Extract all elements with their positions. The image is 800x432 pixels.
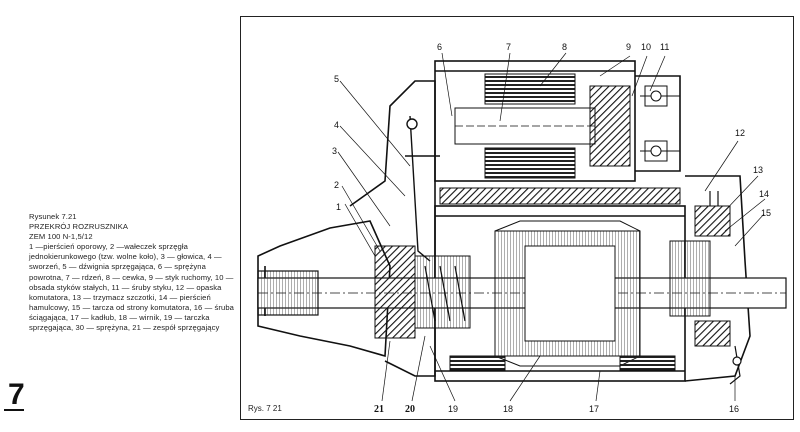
callout-labels: 1 2 3 4 5 6 7 8 9 10 11 12 13 14 15 16 1… bbox=[332, 42, 771, 415]
figure-frame bbox=[240, 16, 794, 420]
chapter-number: 7 bbox=[8, 378, 25, 411]
label-10: 10 bbox=[641, 42, 651, 52]
through-bolt bbox=[729, 345, 742, 385]
label-19: 19 bbox=[448, 404, 458, 414]
solenoid-coil bbox=[454, 73, 631, 179]
label-20: 20 bbox=[405, 404, 415, 415]
chapter-rule bbox=[4, 409, 24, 411]
label-2: 2 bbox=[334, 180, 339, 190]
field-windings bbox=[439, 187, 681, 371]
contact-bolts bbox=[640, 85, 680, 162]
caption-legend: 1 —pierścień oporowy, 2 —wałeczek sprzęg… bbox=[29, 242, 234, 333]
label-12: 12 bbox=[735, 128, 745, 138]
figure-caption: Rysunek 7.21 PRZEKRÓJ ROZRUSZNIKA ZEM 10… bbox=[29, 212, 234, 333]
label-8: 8 bbox=[562, 42, 567, 52]
label-5: 5 bbox=[334, 74, 339, 84]
label-9: 9 bbox=[626, 42, 631, 52]
label-15: 15 bbox=[761, 208, 771, 218]
label-13: 13 bbox=[753, 165, 763, 175]
caption-model: ZEM 100 N-1,5/12 bbox=[29, 232, 93, 242]
label-17: 17 bbox=[589, 404, 599, 414]
label-16: 16 bbox=[729, 404, 739, 414]
label-21: 21 bbox=[374, 404, 384, 415]
caption-figure-number: Rysunek 7.21 bbox=[29, 212, 77, 221]
starter-cross-section: 1 2 3 4 5 6 7 8 9 10 11 12 13 14 15 16 1… bbox=[257, 42, 787, 415]
figure-reference: Rys. 7 21 bbox=[248, 404, 282, 413]
label-14: 14 bbox=[759, 189, 769, 199]
label-6: 6 bbox=[437, 42, 442, 52]
caption-title: PRZEKRÓJ ROZRUSZNIKA bbox=[29, 222, 129, 232]
label-4: 4 bbox=[334, 120, 339, 130]
label-1: 1 bbox=[336, 202, 341, 212]
label-3: 3 bbox=[332, 146, 337, 156]
commutator bbox=[669, 191, 731, 347]
label-11: 11 bbox=[660, 42, 669, 52]
label-18: 18 bbox=[503, 404, 513, 414]
leader-lines bbox=[337, 52, 766, 402]
clutch-assembly bbox=[374, 245, 471, 339]
label-7: 7 bbox=[506, 42, 511, 52]
armature bbox=[494, 220, 641, 367]
